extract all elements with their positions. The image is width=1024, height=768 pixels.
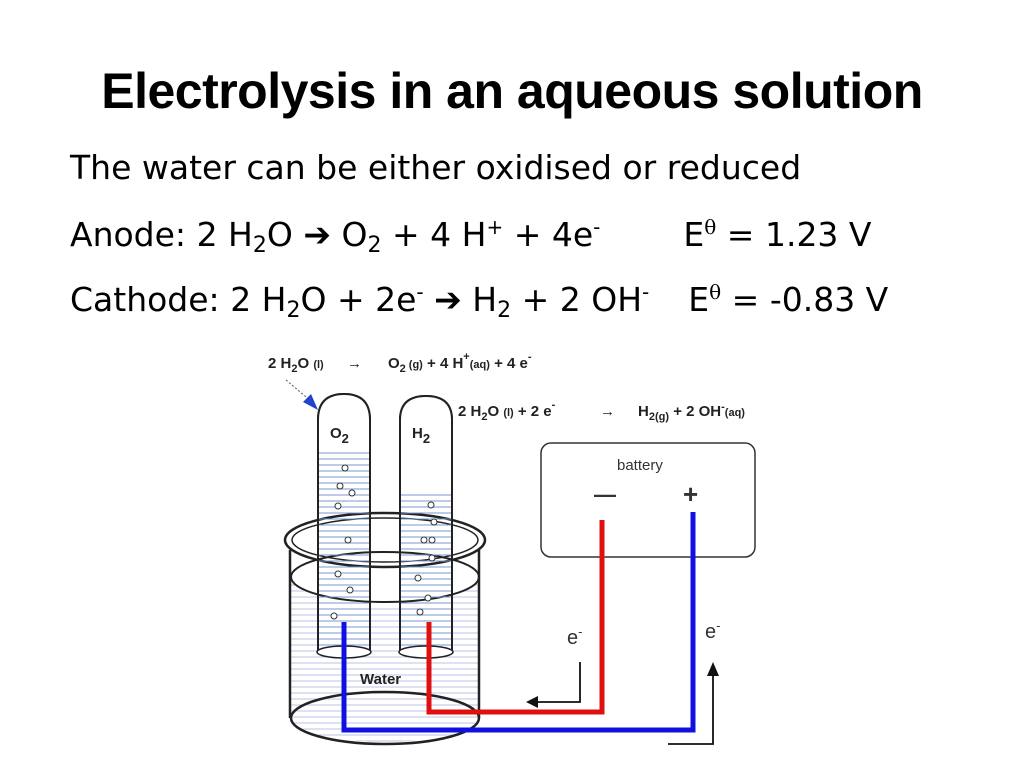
anode-products: O2 + 4 H+ + 4e- (341, 215, 601, 258)
cathode-potential: Eθ = -0.83 V (688, 280, 889, 319)
diagram-anode-equation: 2 H2O (l) (268, 355, 324, 375)
anode-potential: Eθ = 1.23 V (683, 215, 872, 254)
arrow-icon: ➔ (434, 280, 462, 319)
anode-h2o: 2 H2O (196, 215, 293, 258)
battery-minus-terminal: — (594, 482, 616, 507)
oxygen-label: O2 (330, 425, 349, 446)
anode-label: Anode: (70, 215, 187, 254)
red-wire (426, 520, 605, 715)
svg-text:H2(g) + 2 OH-(aq): H2(g) + 2 OH-(aq) (638, 401, 745, 424)
beaker-rim (283, 511, 487, 569)
cathode-reactants: 2 H2O + 2e- (230, 280, 424, 323)
battery (540, 442, 756, 558)
svg-text:O2(g) + 4 H+(aq) + 4 e-: O2(g) + 4 H+(aq) + 4 e- (388, 351, 532, 375)
electron-label-left: e- (567, 624, 582, 649)
arrow-icon: ➔ (303, 215, 332, 254)
svg-text:→: → (600, 403, 615, 420)
blue-wire (341, 512, 696, 733)
diagram-arrow-icon: → (347, 355, 362, 372)
battery-plus-terminal: + (683, 479, 698, 509)
beaker-bottom (289, 690, 481, 746)
hydrogen-bubbles (414, 501, 438, 616)
diagram-cathode-equation: 2 H2O (l) + 2 e- (458, 399, 556, 423)
oxygen-bubbles (330, 464, 356, 620)
anode-equation: Anode: 2 H2O ➔ O2 + 4 H+ + 4e- Eθ = 1.23… (70, 215, 872, 258)
intro-line: The water can be either oxidised or redu… (70, 148, 802, 187)
pointer-arrow-icon (303, 394, 318, 410)
slide-title: Electrolysis in an aqueous solution (101, 63, 923, 119)
cathode-products: H2 + 2 OH- (472, 280, 650, 323)
electron-flow-arrow-left (530, 662, 581, 703)
battery-label: battery (617, 457, 663, 474)
water-label: Water (360, 671, 401, 688)
electron-label-right: e- (705, 618, 720, 643)
electron-flow-arrow-right (668, 668, 714, 745)
cathode-label: Cathode: (70, 280, 220, 319)
cathode-equation: Cathode: 2 H2O + 2e- ➔ H2 + 2 OH- Eθ = -… (70, 280, 889, 323)
hydrogen-label: H2 (412, 425, 430, 446)
